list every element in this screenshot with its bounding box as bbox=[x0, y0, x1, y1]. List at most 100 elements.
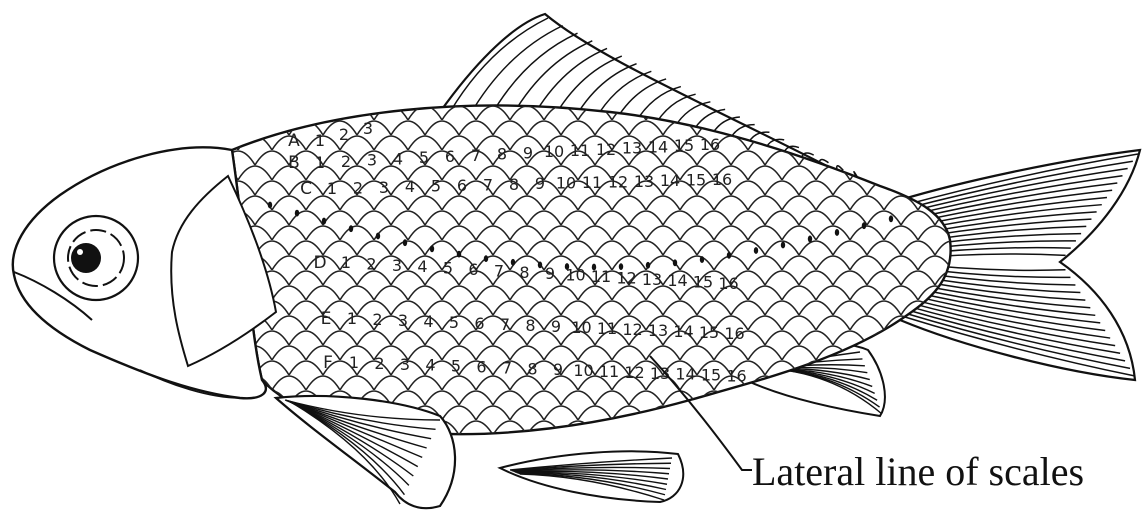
scale-count-number: 10 bbox=[556, 174, 576, 193]
scale-count-number: 15 bbox=[674, 136, 694, 155]
lateral-line-dot bbox=[295, 210, 299, 217]
scale-count-number: 15 bbox=[701, 366, 721, 385]
scale-count-number: 8 bbox=[527, 359, 537, 378]
scale-row-letter: D bbox=[313, 253, 326, 273]
scale-count-number: 14 bbox=[648, 137, 668, 156]
scale-count-number: 8 bbox=[497, 145, 507, 164]
scale-count-number: 7 bbox=[494, 261, 504, 280]
lateral-line-dot bbox=[808, 236, 812, 243]
lateral-line-dot bbox=[430, 245, 434, 252]
lateral-line-label: Lateral line of scales bbox=[752, 448, 1084, 495]
scale-count-number: 6 bbox=[445, 147, 455, 166]
scale-count-number: 16 bbox=[700, 135, 720, 154]
lateral-line-dot bbox=[700, 256, 704, 263]
scale-count-number: 6 bbox=[457, 176, 467, 195]
scale-count-number: 11 bbox=[599, 362, 619, 381]
scale-count-number: 9 bbox=[523, 143, 533, 162]
lateral-line-dot bbox=[511, 259, 515, 266]
lateral-line-dot bbox=[673, 259, 677, 266]
scale-count-number: 13 bbox=[634, 172, 654, 191]
scale-count-number: 11 bbox=[570, 141, 590, 160]
scale-count-number: 16 bbox=[726, 367, 746, 386]
scale-count-number: 5 bbox=[449, 313, 459, 332]
scale-row-letter: F bbox=[323, 353, 333, 373]
scale-count-number: 4 bbox=[393, 149, 403, 168]
eye bbox=[54, 216, 138, 300]
scale-count-number: 12 bbox=[596, 140, 616, 159]
scale-count-number: 12 bbox=[622, 320, 642, 339]
scale-count-number: 15 bbox=[699, 323, 719, 342]
scale-count-number: 10 bbox=[565, 266, 585, 285]
scale-count-number: 4 bbox=[417, 257, 427, 276]
lateral-line-dot bbox=[376, 233, 380, 240]
scale-count-number: 1 bbox=[327, 179, 337, 198]
scale-count-number: 15 bbox=[693, 273, 713, 292]
scale-count-number: 15 bbox=[686, 171, 706, 190]
scale-count-number: 9 bbox=[535, 174, 545, 193]
scale-count-number: 9 bbox=[545, 264, 555, 283]
scale-count-number: 4 bbox=[425, 356, 435, 375]
scale-count-number: 1 bbox=[341, 253, 351, 272]
scale-count-number: 2 bbox=[341, 152, 351, 171]
scale-count-number: 14 bbox=[660, 171, 680, 190]
pelvic-fin bbox=[500, 451, 683, 502]
lateral-line-dot bbox=[403, 239, 407, 246]
scale-count-number: 2 bbox=[374, 354, 384, 373]
scale-count-number: 1 bbox=[347, 309, 357, 328]
scale-row-letter: C bbox=[300, 179, 312, 199]
scale-count-number: 6 bbox=[468, 260, 478, 279]
fish-head bbox=[13, 147, 276, 398]
scale-count-number: 7 bbox=[500, 315, 510, 334]
lateral-line-dot bbox=[754, 247, 758, 254]
pectoral-fin bbox=[276, 396, 455, 508]
scale-count-number: 2 bbox=[366, 254, 376, 273]
scale-count-number: 8 bbox=[509, 175, 519, 194]
scale-count-number: 7 bbox=[483, 175, 493, 194]
lateral-line-dot bbox=[727, 252, 731, 259]
scale-count-number: 10 bbox=[573, 361, 593, 380]
scale-count-number: 3 bbox=[363, 119, 373, 138]
lateral-line-dot bbox=[484, 255, 488, 262]
scale-count-number: 12 bbox=[616, 268, 636, 287]
scale-count-number: 4 bbox=[405, 177, 415, 196]
scale-count-number: 1 bbox=[349, 353, 359, 372]
scale-count-number: 13 bbox=[648, 321, 668, 340]
scale-count-number: 1 bbox=[315, 131, 325, 150]
lateral-line-dot bbox=[781, 242, 785, 249]
scale-count-number: 10 bbox=[571, 318, 591, 337]
scale-count-number: 12 bbox=[624, 363, 644, 382]
scale-count-number: 5 bbox=[419, 148, 429, 167]
scale-count-number: 3 bbox=[400, 355, 410, 374]
lateral-line-dot bbox=[538, 261, 542, 268]
lateral-line-dot bbox=[835, 229, 839, 236]
scale-count-number: 13 bbox=[642, 270, 662, 289]
scale-count-number: 14 bbox=[675, 365, 695, 384]
scale-count-number: 7 bbox=[471, 146, 481, 165]
scale-count-number: 9 bbox=[553, 360, 563, 379]
lateral-line-dot bbox=[889, 215, 893, 222]
scale-count-number: 5 bbox=[431, 177, 441, 196]
scale-count-number: 8 bbox=[525, 316, 535, 335]
lateral-line-dot bbox=[457, 251, 461, 258]
scale-count-number: 5 bbox=[451, 357, 461, 376]
scale-count-number: 11 bbox=[591, 267, 611, 286]
scale-count-number: 13 bbox=[622, 139, 642, 158]
scale-row-letter: E bbox=[321, 309, 332, 329]
scale-count-number: 6 bbox=[476, 358, 486, 377]
scale-count-number: 8 bbox=[519, 263, 529, 282]
scale-count-number: 16 bbox=[724, 324, 744, 343]
scale-count-number: 1 bbox=[315, 153, 325, 172]
scale-count-number: 14 bbox=[667, 271, 687, 290]
lateral-line-dot bbox=[268, 202, 272, 209]
scale-count-number: 3 bbox=[379, 178, 389, 197]
scale-count-number: 6 bbox=[474, 314, 484, 333]
lateral-line-dot bbox=[862, 222, 866, 229]
scale-count-number: 10 bbox=[544, 142, 564, 161]
scale-count-number: 2 bbox=[353, 178, 363, 197]
scale-count-number: 3 bbox=[398, 311, 408, 330]
scale-count-number: 11 bbox=[597, 319, 617, 338]
scale-count-number: 2 bbox=[372, 310, 382, 329]
scale-count-number: 16 bbox=[712, 170, 732, 189]
